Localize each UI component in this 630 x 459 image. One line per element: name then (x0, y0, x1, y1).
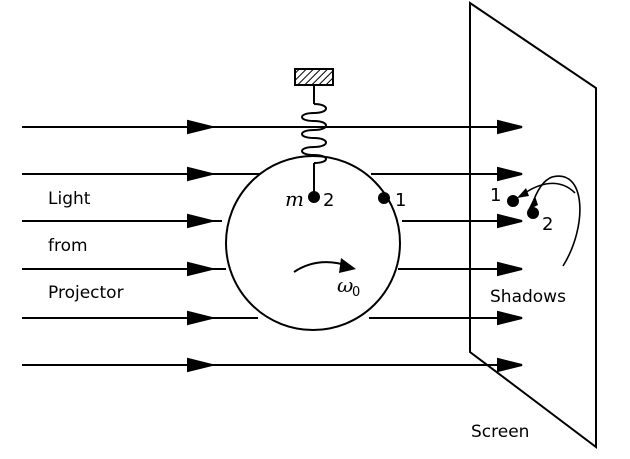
shadows-label: Shadows (490, 287, 566, 307)
shadow-dot-2 (527, 207, 539, 219)
from-label: from (48, 236, 88, 256)
shadow-arrow-inner (521, 182, 576, 196)
light-label: Light (48, 189, 91, 209)
screen-plane (469, 1, 597, 450)
shadow-dot-1 (507, 195, 519, 207)
omega-label: ω (337, 273, 353, 297)
light-ray-2 (22, 166, 523, 182)
mass-position-1-label: 1 (395, 190, 406, 211)
light-ray-5 (22, 310, 523, 326)
mass-position-2-label: 2 (323, 190, 334, 211)
light-ray-3 (22, 213, 523, 229)
mass-label: m (285, 187, 304, 211)
shadow-arrow-outer (531, 175, 581, 267)
mass-dot-position-1 (378, 192, 390, 204)
light-ray-1 (22, 119, 523, 135)
circular-path (225, 155, 401, 331)
projector-label: Projector (48, 283, 124, 303)
shadow-2-label: 2 (542, 214, 553, 235)
light-rays (22, 119, 523, 373)
shadow-arrow-inner-head (517, 188, 529, 198)
rotation-arrowhead (339, 258, 356, 273)
screen-label: Screen (471, 422, 529, 442)
shadow-arrow-outer-head (528, 196, 538, 210)
support-block (294, 68, 334, 86)
spring (301, 85, 327, 195)
light-ray-4 (22, 261, 523, 277)
mass-dot-position-2 (308, 191, 320, 203)
shadow-1-label: 1 (490, 185, 501, 206)
omega-subscript: 0 (352, 285, 360, 300)
light-ray-6 (22, 357, 523, 373)
